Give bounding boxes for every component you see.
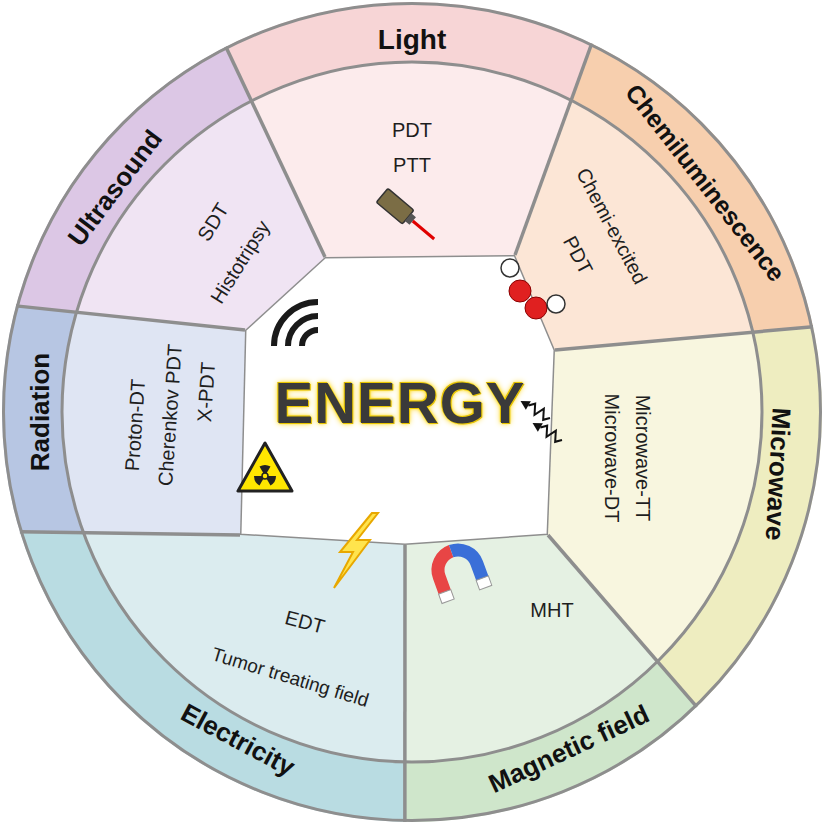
center-outline	[240, 255, 555, 545]
therapy-label: Microwave-DT	[601, 394, 623, 523]
label-text: PTT	[393, 154, 431, 176]
category-label: Light	[378, 25, 446, 56]
sector-divider	[20, 532, 240, 535]
sector-borders	[4, 4, 821, 822]
laser-icon	[376, 188, 440, 245]
therapy-label: MHT	[530, 599, 573, 621]
outer-ring	[4, 4, 821, 821]
molecule-icon	[501, 259, 565, 319]
label-text: X-PDT	[193, 361, 219, 422]
sector-divider	[403, 545, 407, 822]
radiation-icon	[238, 443, 292, 491]
label-text: PDT	[392, 119, 432, 141]
sector-divider	[515, 43, 592, 255]
label-text: MHT	[530, 599, 573, 621]
microwave-icon	[518, 397, 564, 445]
category-label: Microwave	[760, 407, 796, 541]
magnet-icon	[426, 542, 492, 603]
therapy-label: PDT	[392, 119, 432, 141]
category-label: Radiation	[26, 353, 55, 471]
label-text: ENERGY	[275, 370, 526, 435]
sector-divider	[548, 535, 697, 707]
center-title: ENERGY	[275, 371, 526, 435]
sector-divider	[16, 306, 245, 330]
ultrasound-icon	[274, 302, 318, 346]
label-text: Radiation	[25, 353, 55, 471]
lightning-icon	[334, 513, 378, 588]
therapy-label: X-PDT	[193, 361, 219, 422]
label-text: Light	[378, 24, 446, 55]
label-text: Microwave-TT	[632, 395, 654, 522]
sector-divider	[555, 327, 813, 350]
therapy-label: Microwave-TT	[632, 395, 654, 522]
therapy-label: PTT	[393, 154, 431, 176]
center-polygon: ENERGY	[240, 255, 556, 547]
band-ring	[62, 62, 762, 762]
label-text: Microwave-DT	[601, 394, 623, 523]
